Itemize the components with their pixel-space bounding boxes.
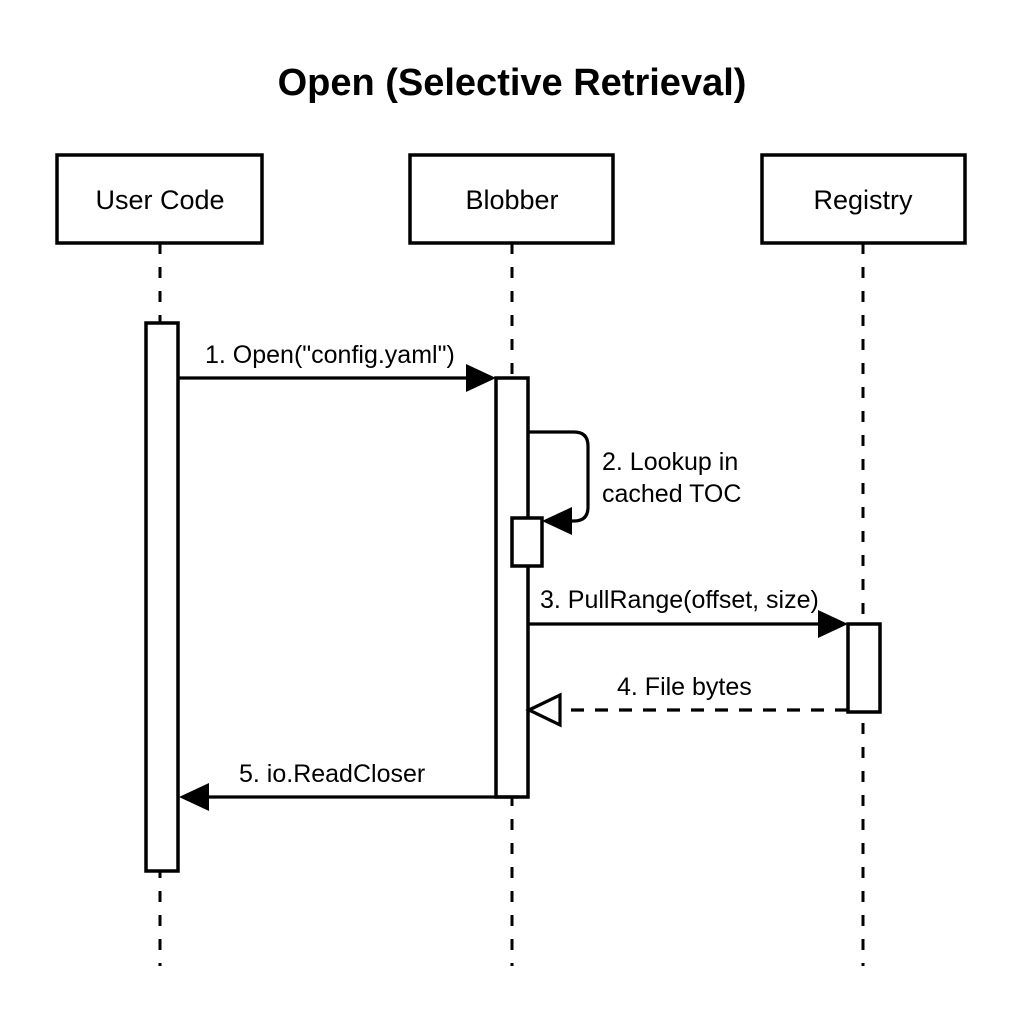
message-4-label: 4. File bytes [617,673,752,701]
activation-bar-blobber[interactable] [494,376,530,799]
message-2-arrowhead-icon [542,507,572,535]
participant-registry[interactable]: Registry [760,153,967,245]
activations-group [144,321,882,873]
message-5-label: 5. io.ReadCloser [239,760,425,788]
message-4-file-bytes[interactable]: 4. File bytes [525,673,848,728]
participant-blobber[interactable]: Blobber [408,153,615,245]
message-4-arrowhead-icon [525,692,562,728]
message-5-arrowhead-icon [179,783,209,811]
message-2-self-loop-line [528,430,590,523]
message-3-pullrange[interactable]: 3. PullRange(offset, size) [528,586,848,638]
participant-box-registry[interactable] [760,153,967,245]
participant-user-code[interactable]: User Code [55,153,264,245]
message-1-label: 1. Open("config.yaml") [205,341,455,369]
activation-bar-user-code[interactable] [144,321,180,873]
message-1-open[interactable]: 1. Open("config.yaml") [178,341,496,392]
message-5-io-readcloser[interactable]: 5. io.ReadCloser [179,760,519,811]
message-2-lookup-self-call[interactable]: 2. Lookup in cached TOC [528,430,741,535]
participant-label-user-code: User Code [95,185,224,215]
diagram-title: Open (Selective Retrieval) [278,62,747,104]
message-3-label: 3. PullRange(offset, size) [540,586,819,614]
activation-bar-registry[interactable] [846,622,882,714]
participant-box-blobber[interactable] [408,153,615,245]
activation-bar-blobber-nested[interactable] [510,516,544,568]
participant-box-user-code[interactable] [55,153,264,245]
participant-label-registry: Registry [813,185,913,215]
message-2-label-line1: 2. Lookup in [602,448,738,476]
message-3-arrowhead-icon [818,610,848,638]
message-1-arrowhead-icon [466,364,496,392]
message-2-label-line2: cached TOC [602,480,741,508]
participant-label-blobber: Blobber [465,185,558,215]
